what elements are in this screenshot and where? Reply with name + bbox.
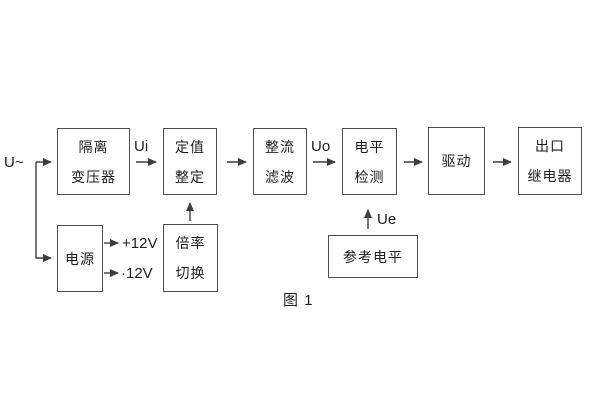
block-reference-level: 参考电平: [328, 235, 418, 278]
block-label: 出口: [535, 138, 565, 154]
block-setting-adjust: 定值 整定: [163, 128, 217, 195]
block-label: 整定: [175, 168, 205, 185]
input-signal-label: U~: [4, 154, 24, 171]
block-rectifier-filter: 整流 滤波: [253, 128, 307, 195]
block-label: 电源: [65, 250, 95, 267]
block-label: 变压器: [71, 168, 116, 185]
block-output-relay: 出口 继电器: [518, 127, 582, 195]
block-label: 倍率: [175, 235, 206, 251]
block-label: 检测: [354, 168, 385, 185]
block-label: 隔离: [78, 138, 109, 155]
signal-label-ui: Ui: [134, 138, 149, 155]
block-ratio-switch: 倍率 切换: [163, 224, 218, 292]
block-isolation-transformer: 隔离 变压器: [57, 128, 130, 195]
signal-label-ue: Ue: [377, 211, 397, 228]
figure-caption: 图 1: [283, 292, 314, 309]
power-rail-pos12v-label: +12V: [122, 235, 158, 252]
block-label: 滤波: [265, 168, 295, 185]
block-level-detect: 电平 检测: [342, 128, 397, 195]
block-label: 驱动: [441, 153, 472, 169]
block-power-supply: 电源: [57, 225, 103, 292]
block-label: 电平: [354, 138, 385, 155]
power-rail-neg12v-label: ·12V: [121, 265, 153, 282]
block-drive: 驱动: [428, 127, 485, 195]
signal-label-uo: Uo: [311, 138, 331, 155]
block-label: 参考电平: [343, 248, 403, 265]
block-label: 切换: [175, 265, 206, 281]
block-label: 定值: [175, 138, 205, 155]
block-label: 继电器: [527, 168, 573, 184]
block-label: 整流: [265, 138, 295, 155]
